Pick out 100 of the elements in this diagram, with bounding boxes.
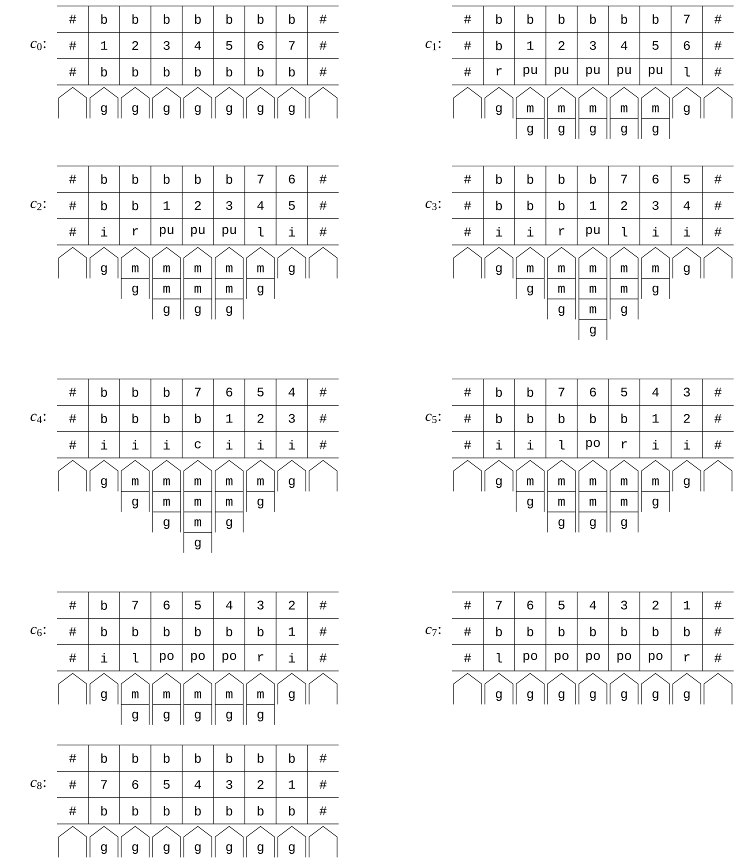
table-cell: b (101, 806, 108, 816)
table-cell: 4 (257, 201, 264, 210)
house-stack: m g (120, 673, 150, 726)
table-cell: 4 (590, 600, 596, 610)
table-cell: # (464, 440, 472, 450)
table-cell: b (226, 14, 232, 24)
table-cell: # (69, 440, 76, 450)
table-cell: # (69, 627, 76, 636)
table-cell: # (464, 654, 472, 662)
table-cell: 4 (620, 41, 628, 50)
house-stack: g (278, 673, 306, 705)
house-stack: m m g (547, 460, 576, 533)
table-cell: 7 (258, 174, 264, 184)
table-cell: # (464, 228, 472, 236)
house-stack: m g (516, 460, 544, 512)
table-cell: b (496, 14, 502, 24)
house-stack: g (90, 87, 118, 119)
table-cell: b (652, 626, 659, 636)
table-cell: # (464, 201, 472, 210)
table-cell: 7 (558, 388, 564, 396)
table-cell: l (622, 227, 628, 236)
house-stack: m g (516, 247, 544, 300)
table-cell: l (258, 227, 264, 236)
house-stack: m g (610, 87, 638, 140)
table-cell: b (132, 14, 138, 24)
table-cell: # (320, 780, 327, 789)
table-cell: b (289, 14, 295, 24)
table-cell: 7 (496, 600, 502, 610)
table-cell: # (714, 201, 722, 210)
table-cell: b (132, 806, 138, 816)
table-cell: b (195, 174, 201, 184)
table-cell: po (586, 440, 600, 450)
house-stack: m g (120, 460, 150, 512)
table-cell: b (164, 626, 170, 636)
table-cell: b (101, 200, 108, 210)
table-cell: b (226, 67, 232, 77)
table-cell: # (69, 201, 76, 210)
table-cell: b (558, 200, 565, 210)
table-cell: r (258, 654, 264, 662)
table-cell: 7 (132, 600, 138, 610)
table-cell: pu (554, 66, 568, 77)
table-cell: 6 (258, 41, 264, 50)
table-cell: # (69, 228, 76, 236)
table-cell: 2 (258, 780, 264, 789)
table-cell: # (464, 14, 472, 24)
table-cell: 1 (164, 201, 170, 210)
table-cell: 4 (288, 388, 296, 396)
house-stack: g (152, 826, 181, 858)
table-cell: i (496, 440, 502, 450)
table-cell: # (320, 201, 327, 210)
panel-label: c$_{4}$: (30, 414, 46, 423)
house-stack: m g (184, 673, 212, 726)
table-cell: i (132, 440, 138, 450)
table-cell: # (464, 627, 472, 636)
table-cell: b (132, 67, 138, 77)
table-cell: 6 (527, 600, 534, 610)
empty-house (453, 460, 482, 492)
house-stack: m m g (214, 460, 244, 533)
table-cell: 1 (652, 414, 659, 423)
table-cell: b (101, 387, 108, 397)
table-cell: 1 (226, 414, 232, 423)
table-cell: b (258, 626, 264, 636)
table-cell: b (527, 414, 534, 424)
panel-label: c$_{1}$: (426, 40, 440, 50)
house-stack: g (152, 87, 181, 119)
table-cell: 6 (132, 780, 138, 789)
house-stack: m m g (610, 460, 638, 533)
table-cell: b (652, 14, 659, 24)
table-cell: b (496, 626, 502, 636)
table-cell: 3 (226, 201, 232, 210)
empty-house (308, 673, 338, 705)
table-cell: # (69, 41, 76, 50)
house-stack: g (90, 826, 118, 858)
table-cell: 6 (652, 174, 659, 184)
table-cell: b (195, 753, 201, 763)
table-cell: # (69, 14, 76, 24)
empty-house (704, 87, 732, 119)
table-cell: b (590, 414, 596, 424)
house-stack: m g (641, 87, 670, 140)
table-cell: b (621, 626, 628, 636)
table-cell: b (684, 626, 690, 636)
house-stack: g (120, 87, 150, 119)
table-cell: i (527, 227, 534, 236)
table-cell: i (288, 227, 296, 236)
table-cell: b (132, 174, 138, 184)
table-cell: r (684, 654, 690, 662)
table-cell: # (320, 228, 327, 236)
table-cell: pu (586, 66, 600, 77)
table-cell: 6 (226, 388, 232, 396)
table-cell: po (617, 652, 632, 663)
table-cell: b (164, 387, 170, 397)
table-cell: b (590, 14, 596, 24)
table-cell: b (195, 414, 201, 424)
table-cell: b (132, 626, 138, 636)
table-cell: po (648, 652, 662, 663)
table-cell: po (160, 652, 174, 663)
table-cell: # (320, 41, 327, 50)
table-cell: # (714, 41, 722, 50)
table-cell: 6 (164, 600, 170, 610)
table-cell: i (258, 440, 264, 450)
